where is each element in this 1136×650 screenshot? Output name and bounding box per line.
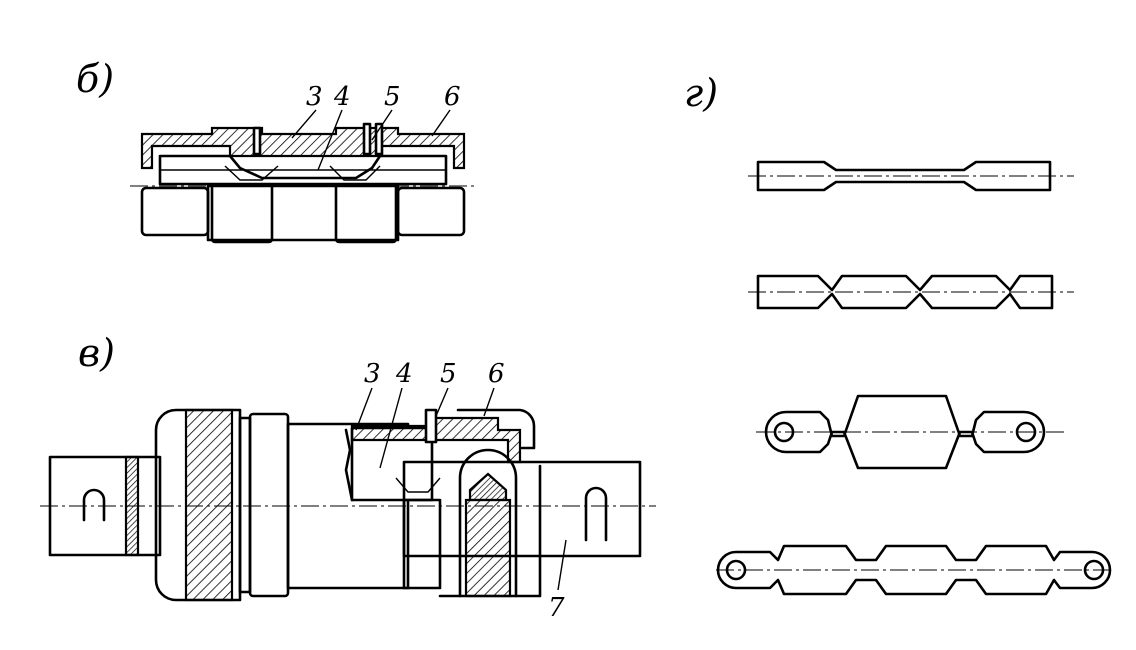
panel-b-part-3: 3 — [306, 82, 323, 112]
panel-v-part-5: 5 — [440, 359, 457, 389]
panel-b-leader-3 — [291, 109, 317, 139]
panel-v-cap — [456, 408, 536, 450]
panel-b-housing-section — [140, 126, 466, 170]
panel-v-part-6: 6 — [488, 359, 505, 389]
panel-v-leader-5 — [435, 387, 449, 417]
panel-b-part-4: 4 — [333, 82, 351, 112]
panel-v-leader-4 — [379, 387, 403, 469]
panel-v-part-3: 3 — [364, 359, 381, 389]
panel-v-left-slot — [82, 488, 106, 522]
panel-v-clamp-outer — [458, 448, 518, 598]
panel-v-pin — [424, 408, 438, 444]
panel-b-pin-right — [362, 122, 372, 156]
panel-v-flange-section — [184, 408, 234, 602]
panel-b-label: б) — [76, 57, 114, 101]
panel-v-right-slot — [584, 486, 608, 542]
panel-b-part-5: 5 — [384, 82, 401, 112]
panel-v-label: в) — [78, 331, 115, 375]
panel-b-pin-left — [252, 126, 262, 156]
panel-b-left-end — [140, 186, 210, 237]
panel-v-part-4: 4 — [395, 359, 413, 389]
blank-3 — [764, 394, 1046, 470]
panel-g-label: г) — [684, 71, 718, 115]
panel-v-clamp-section — [464, 498, 512, 598]
panel-v-right-lower — [402, 498, 442, 590]
blank-2 — [756, 274, 1054, 310]
panel-b-leader-5 — [371, 109, 393, 141]
panel-v-leader-7 — [557, 539, 567, 591]
panel-b-roller-left — [210, 182, 274, 244]
panel-b-roller-right — [334, 182, 398, 244]
blank-1 — [756, 160, 1052, 192]
panel-b-right-end — [396, 186, 466, 237]
panel-b-leader-6 — [431, 109, 451, 137]
panel-b-part-6: 6 — [444, 82, 461, 112]
panel-b-die-cavity — [158, 154, 448, 186]
panel-v: в) 3 4 5 6 7 — [40, 331, 656, 623]
panel-b: б) 3 4 5 6 — [76, 57, 478, 244]
panel-v-leader-6 — [483, 387, 495, 417]
panel-v-leader-3 — [355, 387, 373, 431]
blank-4 — [716, 544, 1112, 596]
panel-g: г) — [684, 71, 1112, 596]
panel-b-leader-4 — [317, 109, 343, 171]
panel-v-part-7: 7 — [548, 593, 565, 623]
panel-b-center-body — [206, 184, 400, 242]
panel-v-ring — [248, 412, 290, 598]
panel-v-flange — [154, 408, 242, 602]
